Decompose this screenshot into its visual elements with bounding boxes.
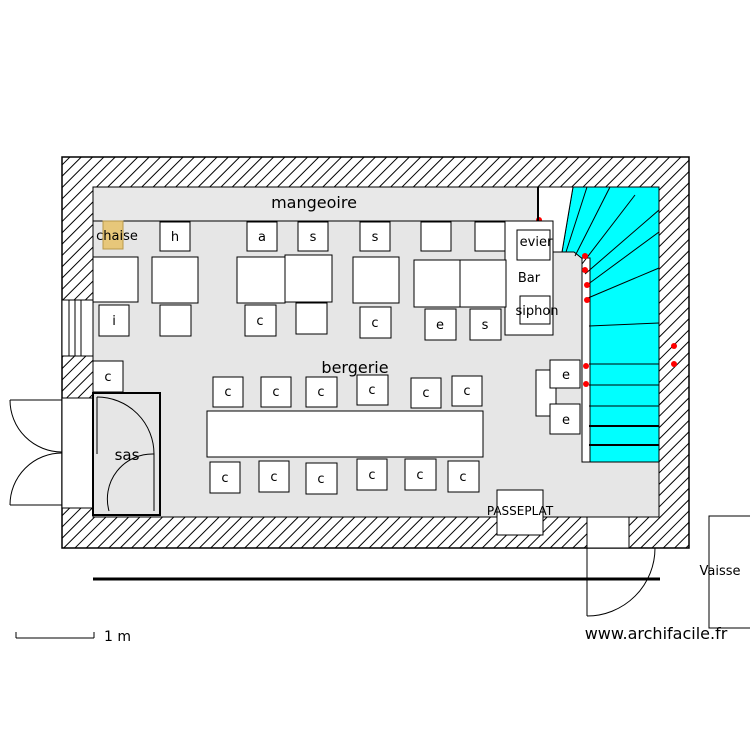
mangeoire-label: mangeoire (271, 193, 357, 212)
vaisse-box (708, 515, 750, 629)
letter-c: c (104, 370, 111, 385)
sas-label: sas (115, 446, 140, 464)
letter-e: e (436, 318, 444, 333)
letter-a: a (258, 230, 266, 245)
chaise-label: chaise (96, 229, 138, 244)
letter-i: i (112, 314, 116, 329)
furniture-letters: h a s s i c c e s c c c c c c c c c c c … (104, 230, 570, 487)
stair-side-furniture (535, 359, 581, 435)
long-table (206, 410, 484, 458)
entrance-door (9, 399, 63, 506)
left-window (68, 300, 82, 356)
letter-h: h (171, 230, 179, 245)
top-row-furniture (159, 221, 506, 252)
letter-c: c (272, 385, 279, 400)
mangeoire-strip (92, 186, 539, 222)
letter-c: c (371, 316, 378, 331)
bottom-door (586, 516, 656, 617)
vaisse-label: Vaisse (699, 564, 740, 579)
bar-counter (504, 220, 554, 336)
letter-c: c (416, 468, 423, 483)
letter-s: s (310, 230, 317, 245)
letter-c: c (221, 471, 228, 486)
letter-c: c (368, 468, 375, 483)
letter-c: c (270, 470, 277, 485)
letter-c: c (422, 386, 429, 401)
passeplat-box (496, 489, 544, 536)
siphon-label: siphon (515, 304, 558, 319)
letter-c: c (317, 385, 324, 400)
long-table-chairs (209, 374, 483, 495)
chaise-icon (102, 220, 124, 250)
letter-c: c (459, 470, 466, 485)
letter-c: c (256, 314, 263, 329)
tables-row (92, 254, 507, 308)
letter-e: e (562, 368, 570, 383)
scale-bar (15, 632, 95, 639)
letter-e: e (562, 413, 570, 428)
bar-label: Bar (518, 271, 541, 286)
watermark: www.archifacile.fr (585, 624, 728, 643)
scale-label: 1 m (104, 629, 131, 645)
letter-s: s (482, 318, 489, 333)
letter-c: c (368, 383, 375, 398)
sas-room (92, 392, 161, 516)
letter-c: c (224, 385, 231, 400)
bergerie-label: bergerie (321, 358, 388, 377)
letter-c: c (317, 472, 324, 487)
letter-s: s (372, 230, 379, 245)
evier-label: evier (520, 235, 553, 250)
passeplat-label: PASSEPLAT (487, 504, 554, 518)
under-table-furniture (92, 302, 502, 393)
letter-c: c (463, 384, 470, 399)
